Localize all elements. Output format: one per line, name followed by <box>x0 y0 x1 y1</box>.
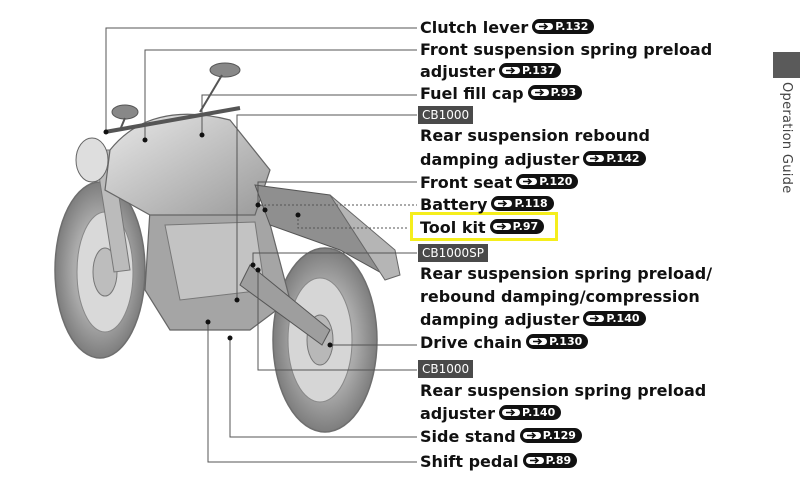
page-ref-link[interactable]: P.142 <box>583 151 646 166</box>
page-ref-link[interactable]: P.140 <box>583 311 646 326</box>
arrow-right-icon <box>525 457 544 464</box>
page-ref-link[interactable]: P.89 <box>522 453 578 468</box>
model-tag-cb1000: CB1000 <box>418 106 474 124</box>
section-tab-label[interactable]: Operation Guide <box>779 82 794 194</box>
arrow-right-icon <box>530 89 549 96</box>
page-ref-link[interactable]: P.140 <box>499 405 562 420</box>
callout-dots <box>103 129 333 348</box>
page-ref-link[interactable]: P.130 <box>526 334 589 349</box>
arrow-right-icon <box>535 23 554 30</box>
label-rear-preload-line1: Rear suspension spring preload <box>420 381 707 400</box>
arrow-right-icon <box>494 200 513 207</box>
arrow-right-icon <box>586 315 605 322</box>
page-ref-link[interactable]: P.97 <box>489 219 545 234</box>
page-ref-link[interactable]: P.118 <box>491 196 554 211</box>
arrow-right-icon <box>519 178 538 185</box>
label-rear-sp-line1: Rear suspension spring preload/ <box>420 264 713 283</box>
page-ref-link[interactable]: P.93 <box>527 85 583 100</box>
label-rear-sp-line2: rebound damping/compression <box>420 287 700 306</box>
label-rear-rebound-line1: Rear suspension rebound <box>420 126 650 145</box>
model-tag-cb1000sp: CB1000SP <box>418 244 489 262</box>
label-front-suspension-line1: Front suspension spring preload <box>420 40 713 59</box>
page-ref-link[interactable]: P.132 <box>532 19 595 34</box>
arrow-right-icon <box>522 432 541 439</box>
arrow-right-icon <box>502 67 521 74</box>
tool-kit-highlight <box>410 212 558 241</box>
label-text: Clutch lever <box>420 18 529 37</box>
arrow-right-icon <box>492 223 511 230</box>
model-tag-cb1000-2: CB1000 <box>418 360 474 378</box>
page-ref-link[interactable]: P.137 <box>499 63 562 78</box>
arrow-right-icon <box>502 409 521 416</box>
arrow-right-icon <box>586 155 605 162</box>
arrow-right-icon <box>529 338 548 345</box>
page-ref-link[interactable]: P.129 <box>519 428 582 443</box>
page-ref-link[interactable]: P.120 <box>516 174 579 189</box>
section-tab-marker <box>773 52 800 78</box>
